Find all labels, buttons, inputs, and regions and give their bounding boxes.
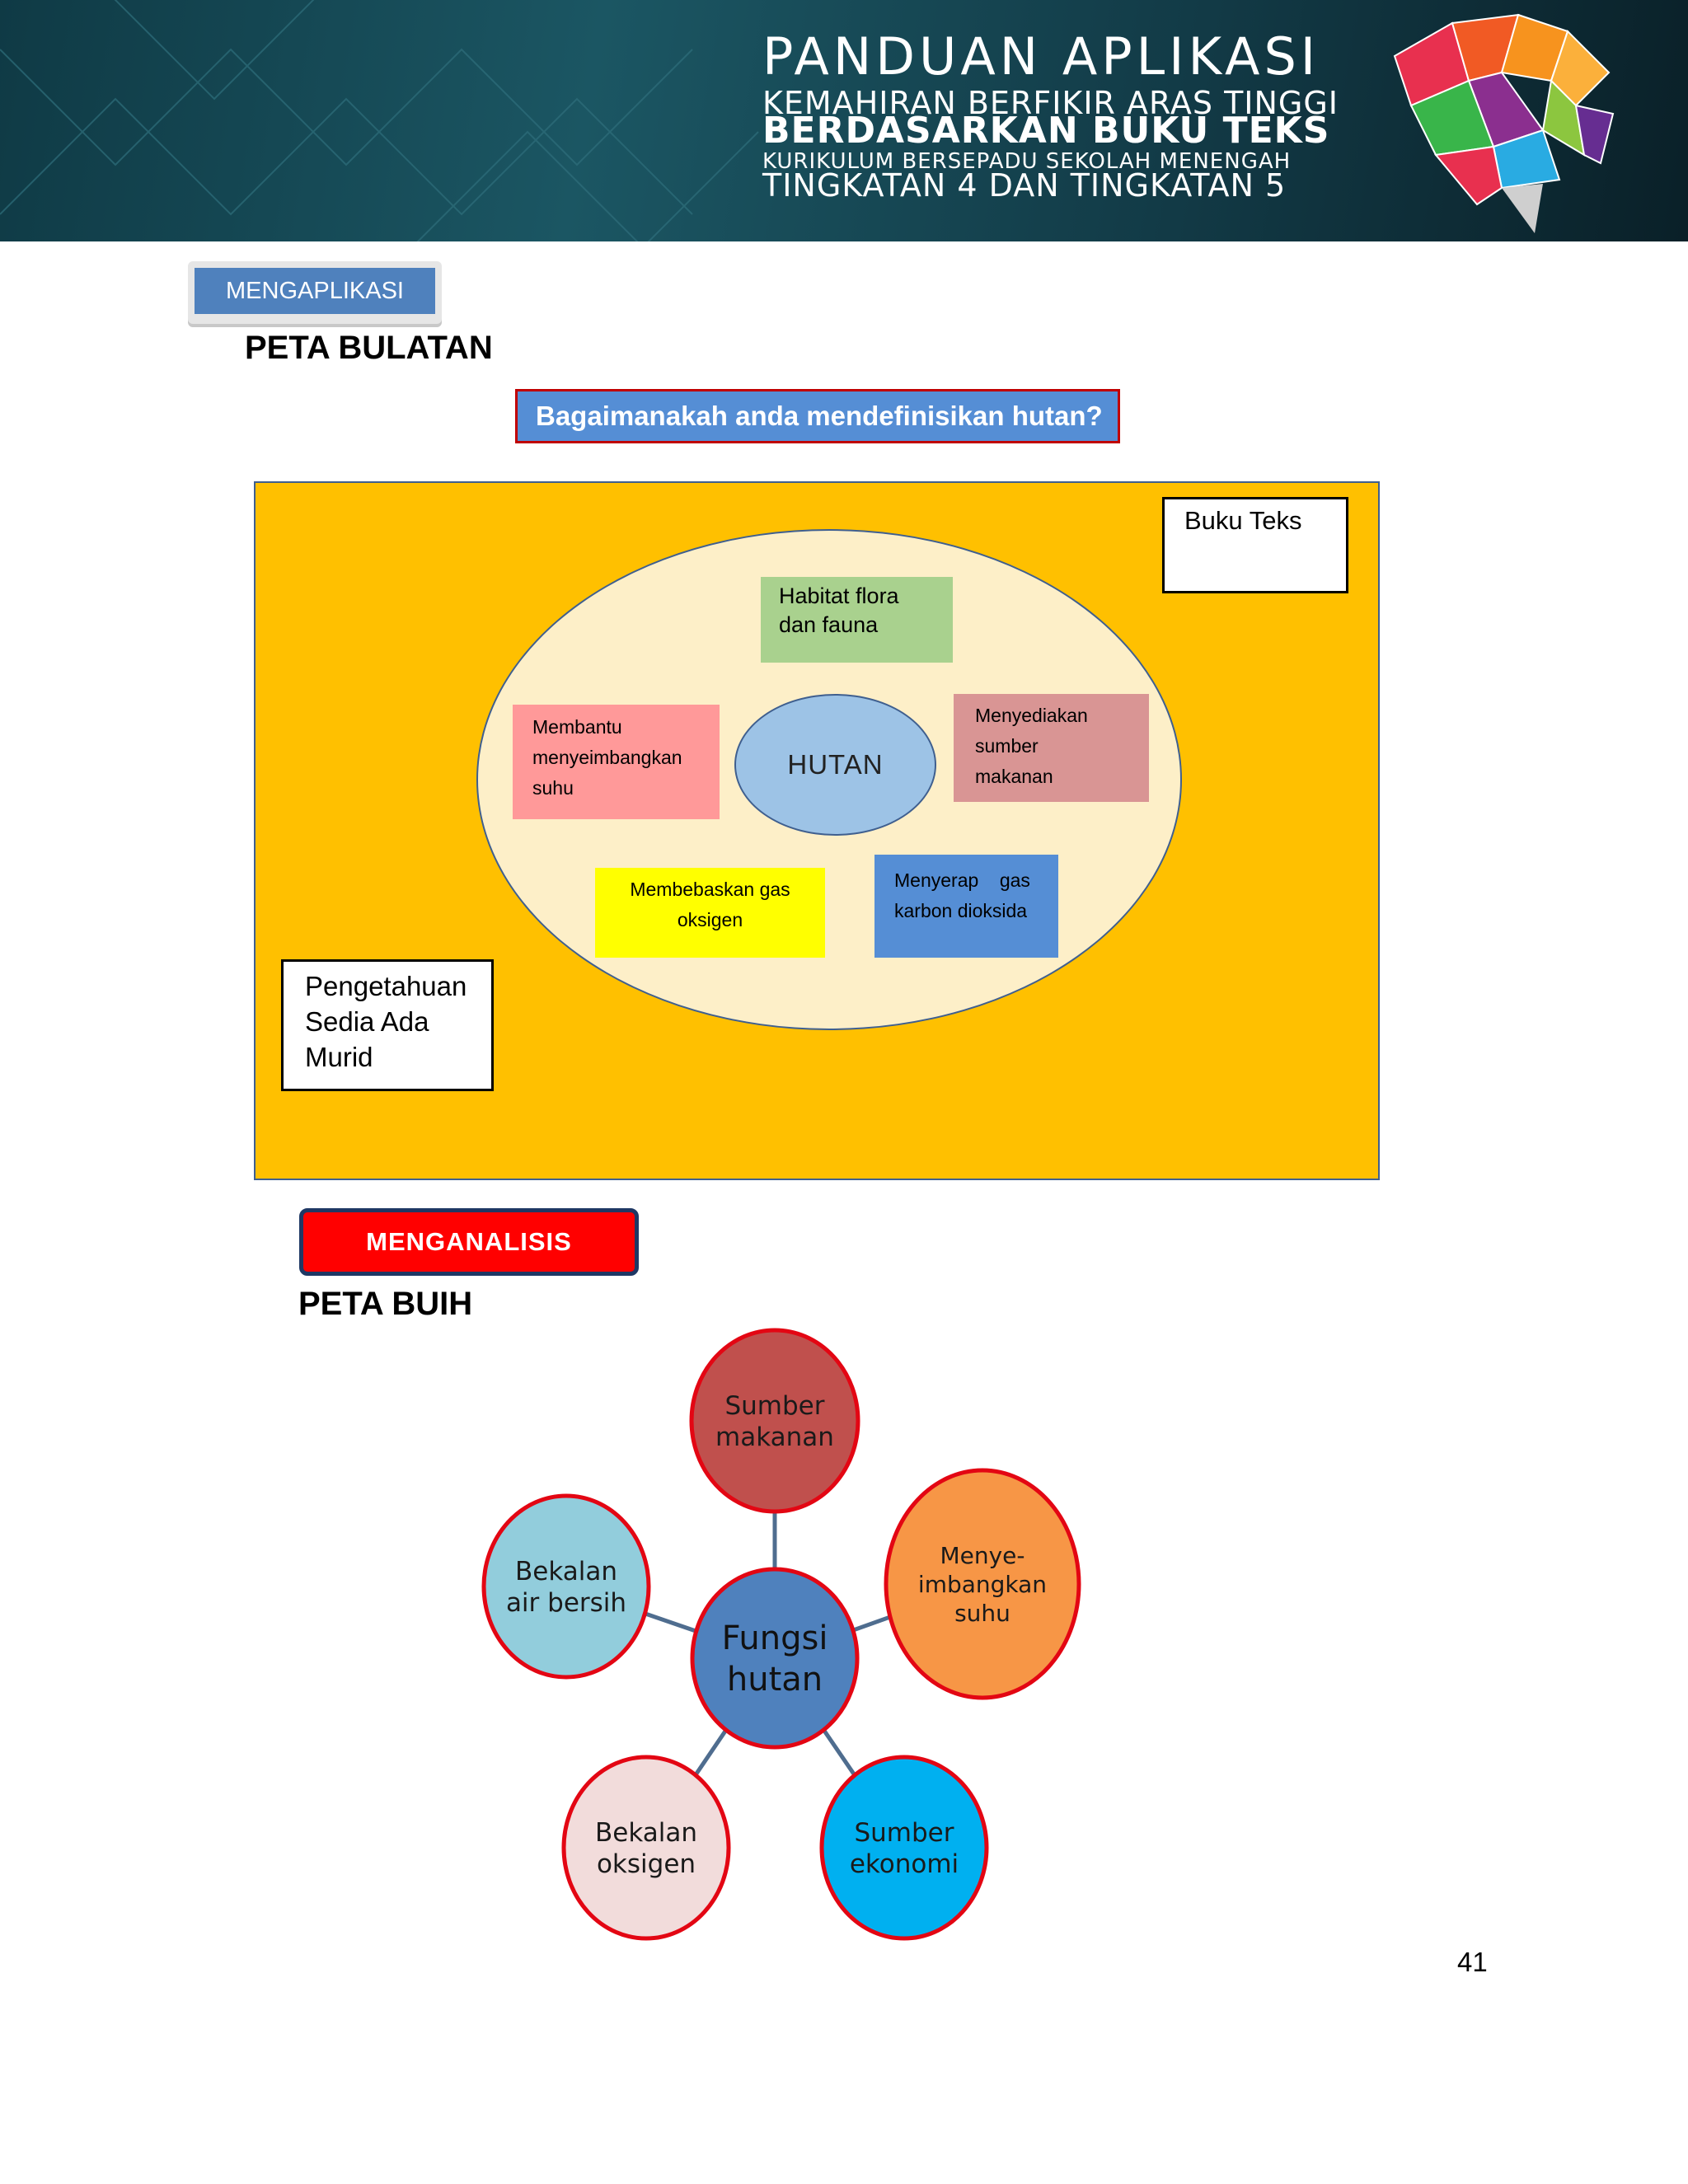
circle-map-title: PETA BULATAN	[245, 330, 493, 366]
bubble-oxygen-label: Bekalan	[595, 1818, 697, 1848]
banner-subtitle-4: TINGKATAN 4 DAN TINGKATAN 5	[762, 167, 1287, 204]
fact-box-temperature: Membantu menyeimbangkan suhu	[513, 705, 720, 819]
fact-line: menyeimbangkan	[532, 747, 682, 768]
fact-line: Habitat flora	[779, 583, 899, 608]
banner-subtitle-1: KEMAHIRAN BERFIKIR ARAS TINGGI	[762, 85, 1339, 121]
bubble-clean-water-shape	[481, 1493, 651, 1680]
header-banner: PANDUAN APLIKASI KEMAHIRAN BERFIKIR ARAS…	[0, 0, 1688, 241]
fact-line: sumber	[975, 735, 1039, 757]
bubble-center-topic-shape	[690, 1567, 860, 1750]
prior-knowledge-line: Pengetahuan	[305, 971, 467, 1001]
prior-knowledge-box: Pengetahuan Sedia Ada Murid	[281, 959, 494, 1091]
fact-box-habitat: Habitat flora dan fauna	[761, 577, 953, 663]
banner-subtitle-2: BERDASARKAN BUKU TEKS	[762, 110, 1330, 152]
fact-line: Membantu	[532, 716, 622, 738]
prior-knowledge-line: Murid	[305, 1042, 373, 1072]
bubble-temperature-shape	[884, 1468, 1081, 1700]
page-number: 41	[1457, 1947, 1488, 1977]
fact-box-carbon-dioxide: Menyerap gas karbon dioksida	[874, 855, 1058, 958]
brain-logo	[1393, 13, 1615, 233]
apply-badge-label: MENGAPLIKASI	[195, 268, 435, 314]
bubble-oxygen-label: oksigen	[597, 1849, 696, 1879]
apply-badge: MENGAPLIKASI	[188, 261, 442, 324]
banner-subtitle-3: KURIKULUM BERSEPADU SEKOLAH MENENGAH	[762, 149, 1292, 174]
bubble-oxygen-shape	[561, 1755, 731, 1941]
fact-line: Membebaskan gas	[630, 879, 790, 900]
analyse-badge: MENGANALISIS	[299, 1208, 639, 1276]
bubble-temperature-label: suhu	[954, 1600, 1010, 1627]
prior-knowledge-line: Sedia Ada	[305, 1006, 429, 1037]
bubble-food-source-label: Sumber	[724, 1391, 824, 1421]
fact-line: suhu	[532, 777, 574, 799]
bubble-center-topic-label: hutan	[727, 1661, 823, 1699]
bubble-food-source-label: makanan	[715, 1422, 834, 1452]
brain-stem	[1502, 184, 1543, 233]
bubble-economy-label: Sumber	[854, 1818, 954, 1848]
question-box: Bagaimanakah anda mendefinisikan hutan?	[515, 389, 1120, 443]
bubble-economy-shape	[819, 1755, 989, 1941]
brain-facet	[1574, 104, 1615, 165]
fact-box-food-source: Menyediakan sumber makanan	[954, 694, 1149, 802]
bubble-clean-water-label: Bekalan	[515, 1557, 617, 1586]
fact-line: karbon dioksida	[894, 900, 1028, 921]
frame-reference-box: Buku Teks	[1162, 497, 1348, 593]
fact-line: makanan	[975, 766, 1053, 787]
center-topic: HUTAN	[734, 694, 936, 836]
bubble-temperature-label: imbangkan	[918, 1571, 1047, 1598]
fact-line: Menyediakan	[975, 705, 1088, 726]
banner-pattern	[0, 0, 759, 241]
banner-title: PANDUAN APLIKASI	[762, 26, 1320, 87]
bubble-center-topic-label: Fungsi	[722, 1619, 828, 1657]
fact-line: Menyerap gas	[894, 869, 1030, 891]
fact-box-oxygen: Membebaskan gas oksigen	[595, 868, 825, 958]
bubble-economy-label: ekonomi	[850, 1849, 959, 1879]
bubble-temperature-label: Menye-	[940, 1542, 1025, 1569]
bubble-food-source-shape	[689, 1328, 860, 1514]
fact-line: dan fauna	[779, 612, 879, 637]
bubble-clean-water-label: air bersih	[506, 1588, 626, 1618]
bubble-center-topic: Fungsi hutan	[690, 1567, 860, 1750]
fact-line: oksigen	[677, 909, 743, 930]
bubble-map-title: PETA BUIH	[298, 1286, 473, 1322]
